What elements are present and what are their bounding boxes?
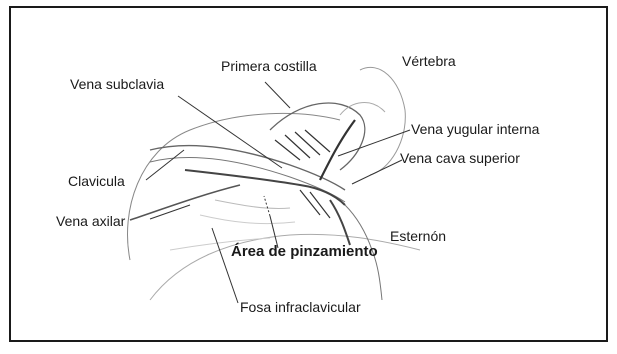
label-vena-cava-superior: Vena cava superior (400, 150, 520, 166)
clavicle-shape (150, 146, 345, 190)
leader-vena-cava (352, 160, 402, 184)
label-esternon: Esternón (390, 228, 446, 244)
axillary-vein-shape (130, 185, 240, 220)
label-primera-costilla: Primera costilla (221, 58, 317, 74)
leader-clavicula (146, 150, 184, 180)
label-area-de-pinzamiento: Área de pinzamiento (231, 244, 378, 260)
label-vertebra: Vértebra (402, 53, 456, 69)
leader-lines (146, 82, 410, 303)
label-vena-yugular-interna: Vena yugular interna (411, 121, 539, 137)
leader-fosa-infraclavicular (212, 228, 238, 303)
label-fosa-infraclavicular: Fosa infraclavicular (240, 299, 361, 315)
vertebra-shape (360, 67, 405, 175)
label-vena-subclavia: Vena subclavia (70, 76, 164, 92)
leader-primera-costilla (265, 82, 290, 108)
jugular-vein-shape (320, 120, 355, 180)
label-vena-axilar: Vena axilar (56, 213, 125, 229)
label-clavicula: Clavicula (68, 173, 125, 189)
